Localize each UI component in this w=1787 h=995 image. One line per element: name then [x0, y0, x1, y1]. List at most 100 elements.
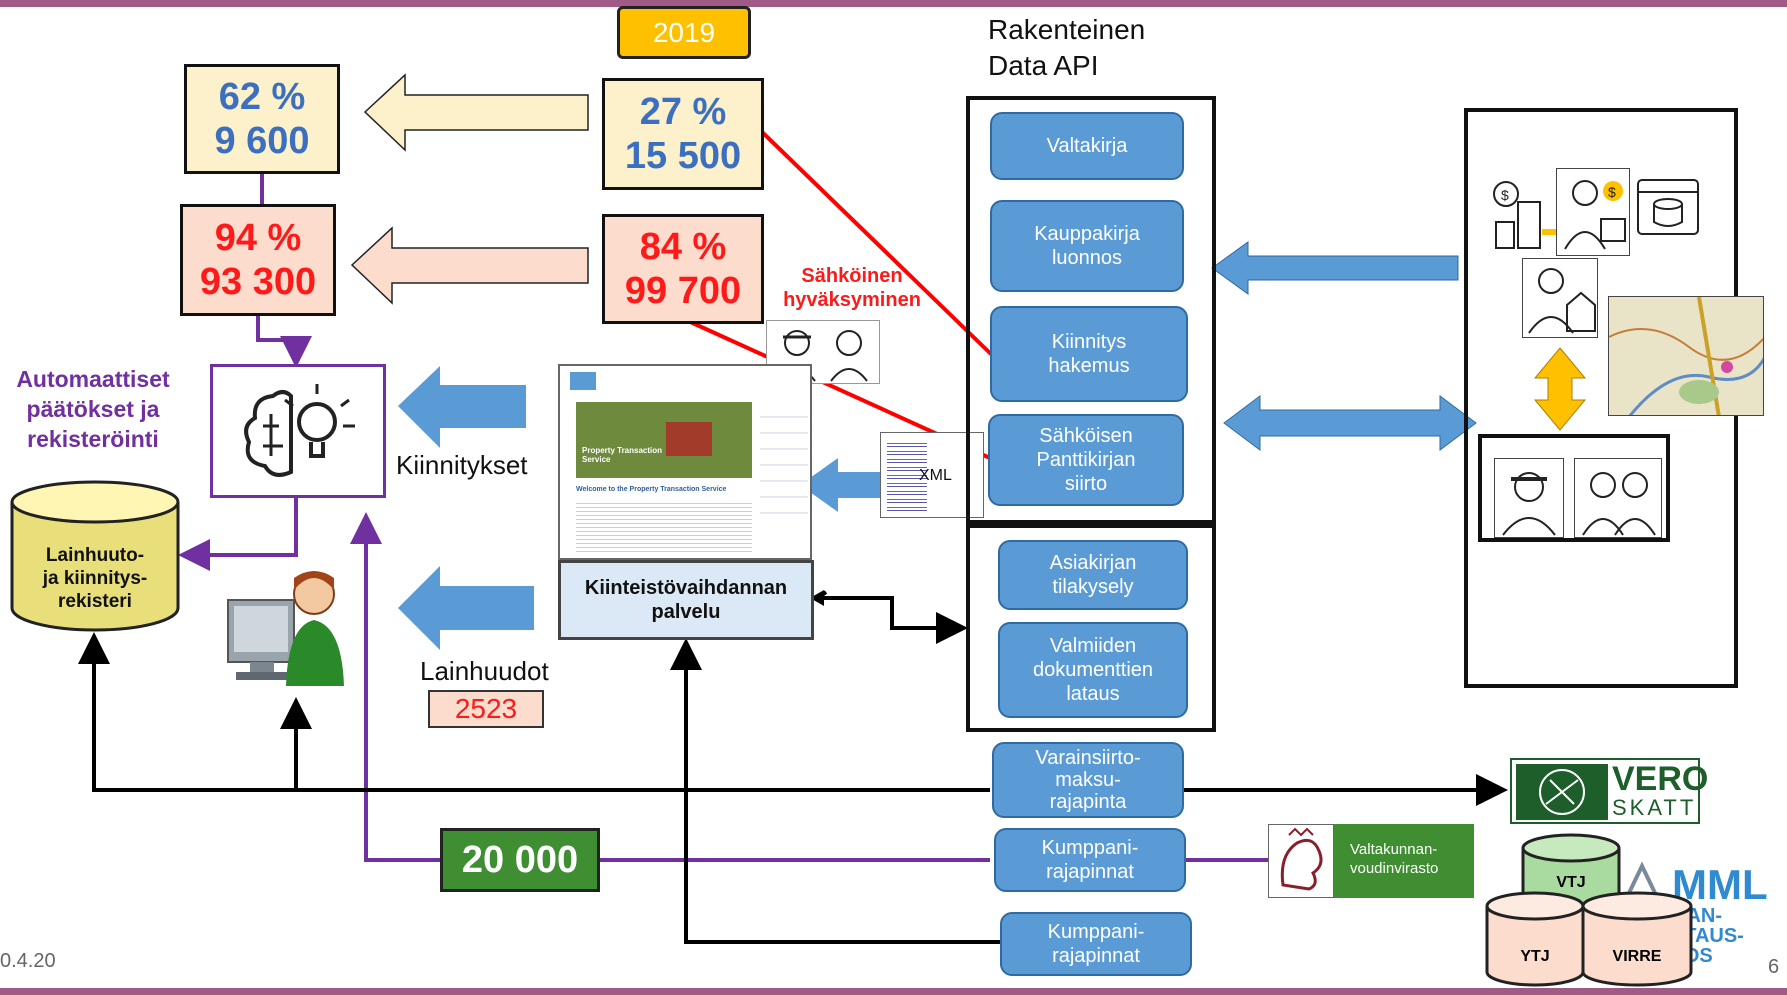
- bailiff-box: Valtakunnan- voudinvirasto: [1334, 824, 1474, 898]
- mml-line: MML: [1672, 861, 1768, 908]
- register-label: Lainhuuto- ja kiinnitys- rekisteri: [18, 544, 172, 613]
- api-container-mid: [966, 524, 1216, 732]
- api-line: Panttikirjan: [1036, 449, 1136, 471]
- arrow-left-blue-1: [398, 366, 526, 448]
- e-approval-label: Sähköinen hyväksyminen: [774, 264, 930, 312]
- signer-2-icon: [1574, 458, 1662, 538]
- api-line: siirto: [1064, 473, 1108, 495]
- register-database-icon: [10, 480, 180, 632]
- api-title-line: Rakenteinen: [988, 14, 1146, 45]
- api-valtakirja-button[interactable]: Valtakirja: [990, 112, 1184, 180]
- brain-ai-icon-box: [210, 364, 386, 498]
- bailiff-line: voudinvirasto: [1350, 860, 1439, 877]
- api-line: maksu-: [1055, 769, 1121, 791]
- api-line: Kiinnitys: [1051, 331, 1127, 353]
- arrow-double-blue: [1223, 395, 1477, 451]
- service-label-line: Kiinteistövaihdannan: [584, 577, 788, 599]
- partner-count-box: 20 000: [440, 828, 600, 892]
- api-title-line: Data API: [988, 50, 1099, 81]
- ytj-database-icon: [1485, 891, 1585, 987]
- svg-text:$: $: [1501, 187, 1509, 203]
- bottom-accent-bar: [0, 988, 1787, 995]
- screenshot-hero: Property Transaction Service: [576, 402, 752, 478]
- service-label-line: palvelu: [651, 601, 721, 623]
- stat-count: 9 600: [214, 120, 310, 162]
- service-screenshot: Property Transaction Service Welcome to …: [558, 364, 812, 560]
- xml-label: XML: [919, 467, 952, 484]
- stat-percent: 84 %: [639, 226, 727, 268]
- titles-count-badge: 2523: [428, 690, 544, 728]
- api-line: hakemus: [1048, 355, 1130, 377]
- api-partner-button-1[interactable]: Kumppani-rajapinnat: [994, 828, 1186, 892]
- api-line: dokumenttien: [1032, 659, 1154, 681]
- stat-percent: 94 %: [214, 217, 302, 259]
- bailiff-line: Valtakunnan-: [1350, 841, 1438, 858]
- api-line: luonnos: [1051, 247, 1123, 269]
- stat-percent: 62 %: [218, 76, 306, 118]
- stat-percent: 27 %: [639, 91, 727, 133]
- api-line: tilakysely: [1052, 576, 1134, 598]
- virre-label: VIRRE: [1612, 948, 1662, 965]
- api-line: rajapinta: [1049, 791, 1127, 813]
- register-line: rekisteri: [58, 591, 132, 612]
- api-partner-button-2[interactable]: Kumppani-rajapinnat: [1000, 912, 1192, 976]
- stat-box-mid-2: 84 % 99 700: [602, 214, 764, 324]
- arrow-left-pink: [350, 226, 589, 305]
- stat-box-left-1: 62 % 9 600: [184, 64, 340, 174]
- api-line: Valmiiden: [1049, 635, 1137, 657]
- api-line: lataus: [1066, 683, 1120, 705]
- page-number: 6: [1768, 956, 1780, 978]
- api-line: Varainsiirto-: [1035, 747, 1141, 769]
- arrow-left-blue-api: [1211, 241, 1459, 295]
- automation-line: Automaattiset: [16, 366, 170, 392]
- register-line: Lainhuuto-: [45, 545, 145, 566]
- e-approval-line: hyväksyminen: [783, 289, 921, 311]
- top-accent-bar: [0, 0, 1787, 7]
- api-line: Sähköisen: [1039, 425, 1133, 447]
- arrow-left-blue-2: [398, 566, 534, 650]
- vero-emblem: [1516, 764, 1608, 820]
- screenshot-logo: [570, 372, 596, 390]
- brain-icon: [244, 384, 355, 477]
- titles-label: Lainhuudot: [420, 656, 549, 686]
- screenshot-welcome: Welcome to the Property Transaction Serv…: [576, 486, 727, 493]
- owner-house-icon: [1522, 258, 1598, 338]
- signers-icon: [766, 320, 880, 384]
- stat-count: 99 700: [624, 270, 742, 312]
- vero-text: VERO: [1612, 760, 1709, 798]
- automation-line: päätökset ja: [26, 396, 160, 422]
- vtj-label: VTJ: [1556, 874, 1586, 891]
- stat-count: 93 300: [199, 261, 317, 303]
- api-transfer-tax-button[interactable]: Varainsiirto-maksu-rajapinta: [992, 742, 1184, 818]
- virre-database-icon: [1581, 891, 1693, 987]
- banker-icon: $: [1556, 168, 1630, 256]
- footer-date: 0.4.20: [0, 950, 56, 972]
- api-line: Kumppani-: [1047, 921, 1145, 943]
- api-line: rajapinnat: [1052, 945, 1140, 967]
- api-line: rajapinnat: [1046, 861, 1134, 883]
- api-line: Kauppakirja: [1034, 223, 1140, 245]
- svg-text:$: $: [1608, 184, 1616, 200]
- service-label-box[interactable]: Kiinteistövaihdannan palvelu: [558, 560, 814, 640]
- mortgages-label: Kiinnitykset: [396, 450, 528, 480]
- api-line: Asiakirjan: [1049, 552, 1137, 574]
- api-line: Valtakirja: [1046, 135, 1128, 157]
- arrow-double-orange: [1533, 347, 1587, 431]
- screenshot-side-icons: [760, 402, 808, 522]
- signers-icon-box: [1478, 434, 1670, 542]
- automation-label: Automaattiset päätökset ja rekisteröinti: [4, 364, 182, 454]
- e-approval-line: Sähköinen: [801, 265, 903, 287]
- bailiff-lion-emblem: [1268, 824, 1334, 898]
- arrow-left-yellow: [363, 73, 589, 152]
- hero-title: Property Transaction Service: [582, 446, 663, 464]
- register-line: ja kiinnitys-: [42, 568, 148, 589]
- vero-logo: VERO SKATT: [1510, 758, 1708, 824]
- year-tag: 2019: [617, 6, 751, 59]
- database-window-icon: [1636, 178, 1700, 236]
